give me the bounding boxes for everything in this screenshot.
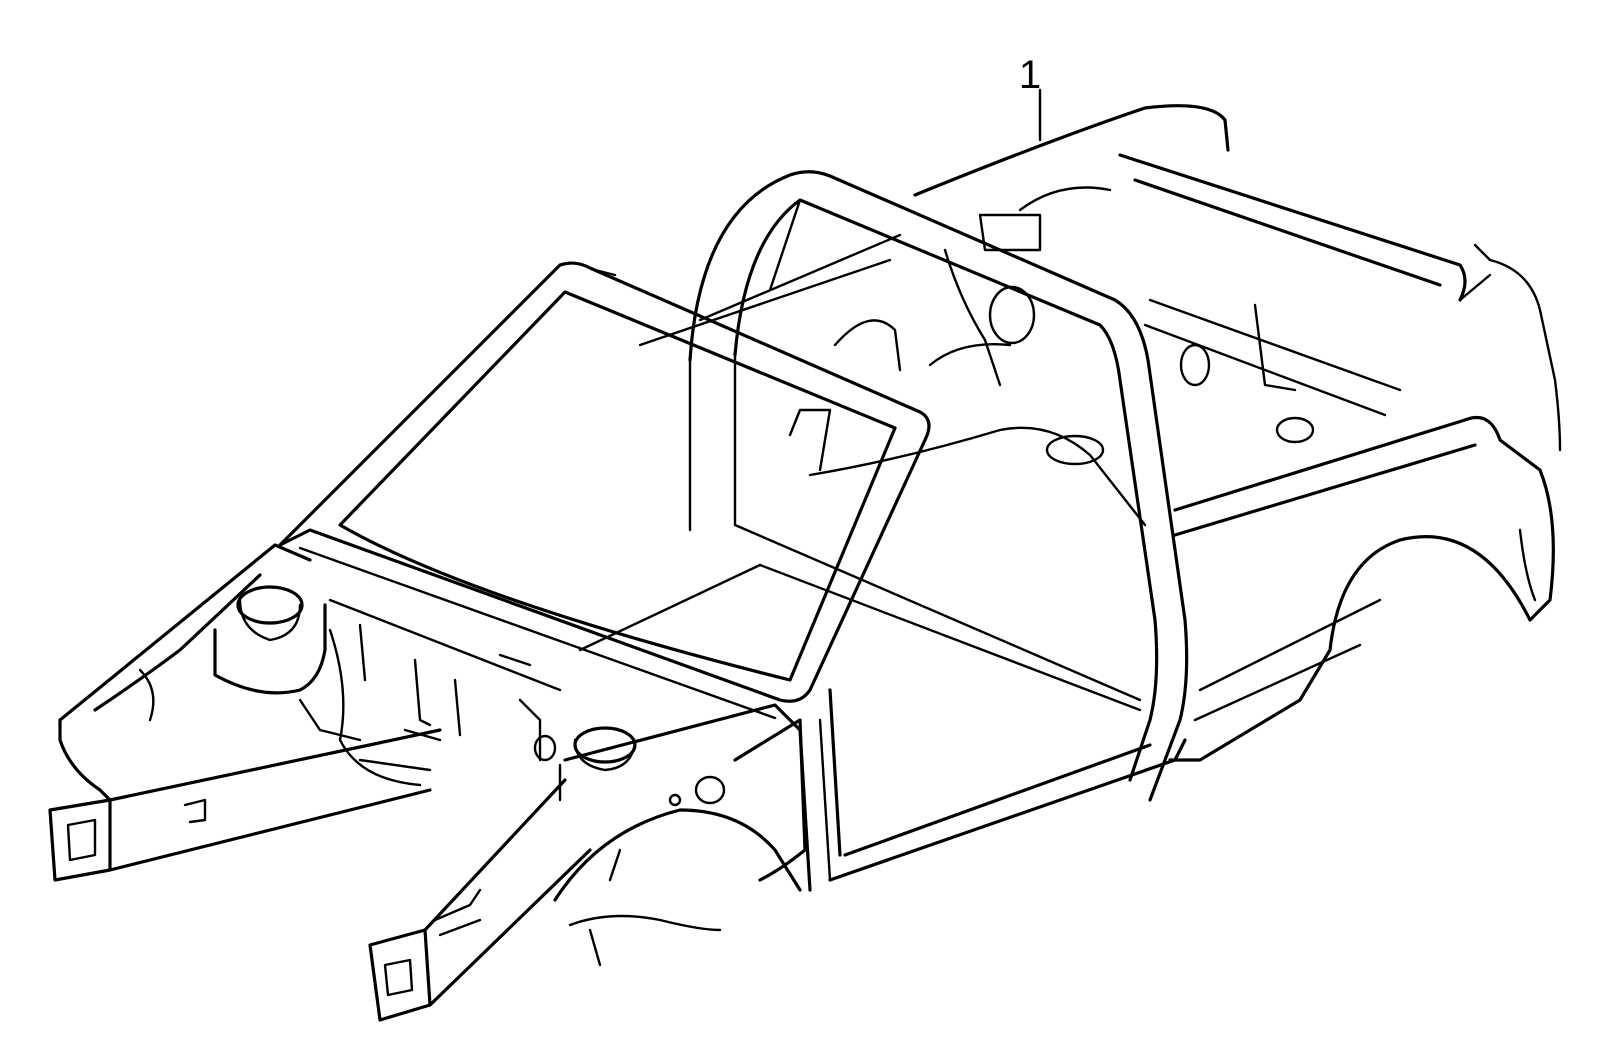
callout-number: 1 xyxy=(1019,53,1041,97)
door-sill xyxy=(818,688,1187,882)
rear-tub xyxy=(913,104,1467,444)
windshield-frame xyxy=(278,261,931,720)
roll-bar xyxy=(688,170,1189,802)
right-front-rail xyxy=(368,778,802,1022)
left-front-rail xyxy=(48,728,442,882)
part-callout-1: 1 xyxy=(1019,53,1042,142)
rear-quarter-panel xyxy=(1168,243,1562,762)
firewall xyxy=(328,598,562,772)
left-inner-fender xyxy=(58,543,422,802)
body-shell-drawing xyxy=(48,104,1562,1022)
floor-pan xyxy=(578,258,1147,712)
right-front-structure xyxy=(558,703,812,892)
